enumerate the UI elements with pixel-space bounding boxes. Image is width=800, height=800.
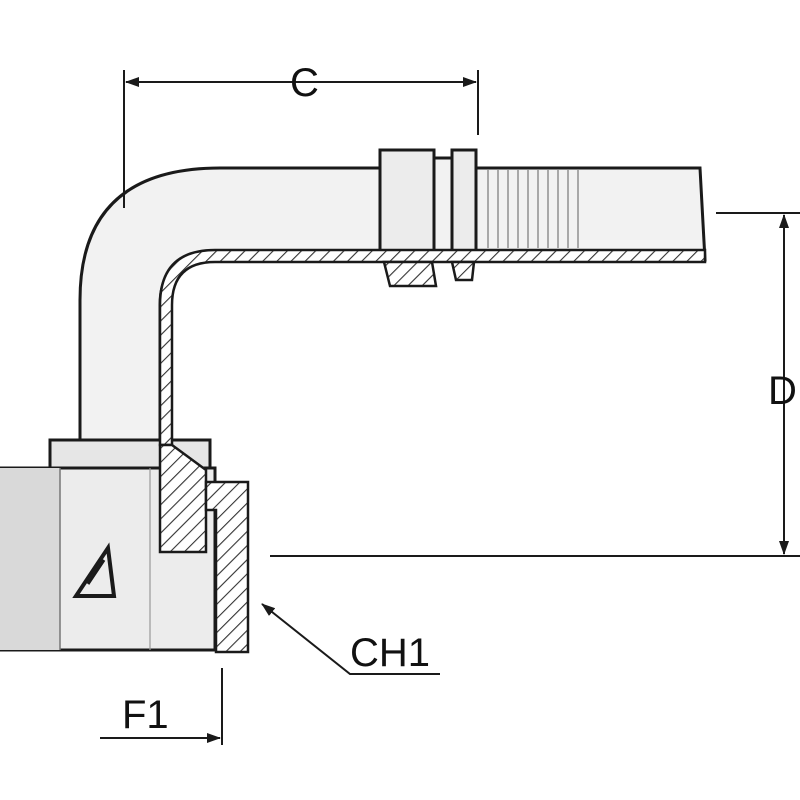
stem-collar-2 bbox=[450, 148, 478, 260]
dimension-d: D bbox=[270, 212, 800, 557]
hex-nut-face-shade bbox=[0, 468, 60, 650]
elbow-outer bbox=[78, 166, 382, 442]
dim-d-label: D bbox=[768, 369, 797, 413]
cross-section bbox=[158, 248, 707, 654]
ch1-label: CH1 bbox=[350, 631, 430, 675]
stem-collar-1 bbox=[378, 148, 436, 260]
ch1-leader bbox=[261, 603, 440, 675]
dimension-ch1: CH1 bbox=[261, 603, 440, 675]
dimension-c: C bbox=[123, 61, 479, 208]
section-wall-bend bbox=[158, 248, 707, 447]
f1-label: F1 bbox=[122, 693, 169, 737]
dim-c-label: C bbox=[290, 61, 319, 105]
section-nut bbox=[204, 480, 250, 654]
section-collar bbox=[382, 260, 438, 288]
fitting-body bbox=[0, 148, 707, 652]
stem-ridges bbox=[487, 170, 579, 248]
section-collar-2 bbox=[450, 260, 476, 282]
dimension-f1: F1 bbox=[100, 668, 223, 745]
triangle-logo-icon bbox=[72, 542, 117, 598]
